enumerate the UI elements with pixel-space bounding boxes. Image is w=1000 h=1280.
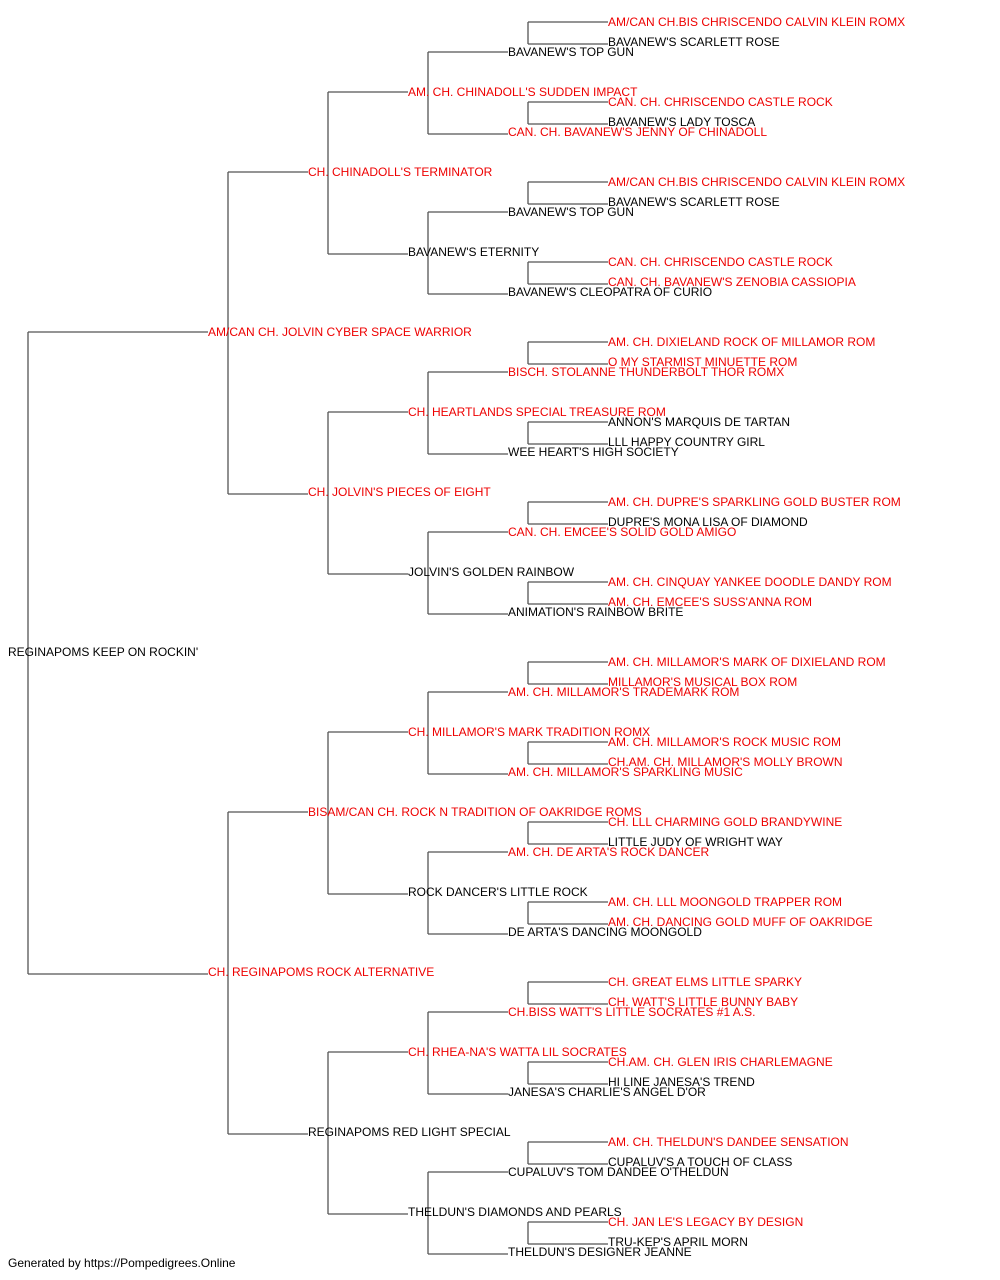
subject-dog-name: REGINAPOMS KEEP ON ROCKIN' [8, 645, 198, 659]
ancestor-name-gen-5: BAVANEW'S LADY TOSCA [608, 115, 755, 129]
ancestor-name-gen-4: CAN. CH. BAVANEW'S JENNY OF CHINADOLL [508, 125, 767, 139]
ancestor-name-gen-5: HI LINE JANESA'S TREND [608, 1075, 755, 1089]
ancestor-name-gen-5: CH. LLL CHARMING GOLD BRANDYWINE [608, 815, 842, 829]
ancestor-name-gen-3: JOLVIN'S GOLDEN RAINBOW [408, 565, 575, 579]
ancestor-name-gen-4: AM. CH. DE ARTA'S ROCK DANCER [508, 845, 710, 859]
ancestor-name-gen-5: AM/CAN CH.BIS CHRISCENDO CALVIN KLEIN RO… [608, 175, 905, 189]
ancestor-name-gen-4: AM. CH. MILLAMOR'S TRADEMARK ROM [508, 685, 739, 699]
ancestor-name-gen-3: THELDUN'S DIAMONDS AND PEARLS [408, 1205, 622, 1219]
ancestor-name-gen-1: CH. REGINAPOMS ROCK ALTERNATIVE [208, 965, 434, 979]
ancestor-name-gen-4: ANIMATION'S RAINBOW BRITE [508, 605, 683, 619]
ancestor-name-gen-5: AM. CH. EMCEE'S SUSS'ANNA ROM [608, 595, 812, 609]
ancestor-name-gen-4: THELDUN'S DESIGNER JEANNE [508, 1245, 692, 1259]
ancestor-name-gen-4: BISCH. STOLANNE THUNDERBOLT THOR ROMX [508, 365, 784, 379]
ancestor-name-gen-5: AM. CH. MILLAMOR'S MARK OF DIXIELAND ROM [608, 655, 886, 669]
ancestor-name-gen-5: BAVANEW'S SCARLETT ROSE [608, 195, 780, 209]
ancestor-name-gen-4: JANESA'S CHARLIE'S ANGEL D'OR [508, 1085, 706, 1099]
ancestor-name-gen-4: AM. CH. MILLAMOR'S SPARKLING MUSIC [508, 765, 743, 779]
ancestor-name-gen-5: LITTLE JUDY OF WRIGHT WAY [608, 835, 783, 849]
ancestor-name-gen-2: BISAM/CAN CH. ROCK N TRADITION OF OAKRID… [308, 805, 642, 819]
ancestor-name-gen-5: DUPRE'S MONA LISA OF DIAMOND [608, 515, 808, 529]
ancestor-name-gen-3: CH. RHEA-NA'S WATTA LIL SOCRATES [408, 1045, 627, 1059]
ancestor-name-gen-5: MILLAMOR'S MUSICAL BOX ROM [608, 675, 797, 689]
ancestor-name-gen-4: CAN. CH. EMCEE'S SOLID GOLD AMIGO [508, 525, 736, 539]
ancestor-name-gen-5: TRU-KEP'S APRIL MORN [608, 1235, 748, 1249]
ancestor-name-gen-3: CH. HEARTLANDS SPECIAL TREASURE ROM [408, 405, 666, 419]
ancestor-name-gen-5: AM. CH. CINQUAY YANKEE DOODLE DANDY ROM [608, 575, 892, 589]
ancestor-name-gen-2: CH. JOLVIN'S PIECES OF EIGHT [308, 485, 491, 499]
ancestor-name-gen-5: AM. CH. LLL MOONGOLD TRAPPER ROM [608, 895, 842, 909]
pedigree-name-labels: REGINAPOMS KEEP ON ROCKIN' AM/CAN CH. JOL… [8, 15, 905, 1259]
ancestor-name-gen-5: AM. CH. THELDUN'S DANDEE SENSATION [608, 1135, 849, 1149]
generated-by-footer: Generated by https://Pompedigrees.Online [8, 1256, 236, 1270]
ancestor-name-gen-4: BAVANEW'S TOP GUN [508, 45, 634, 59]
ancestor-name-gen-5: AM. CH. DIXIELAND ROCK OF MILLAMOR ROM [608, 335, 875, 349]
ancestor-name-gen-4: WEE HEART'S HIGH SOCIETY [508, 445, 679, 459]
ancestor-name-gen-5: AM. CH. MILLAMOR'S ROCK MUSIC ROM [608, 735, 841, 749]
ancestor-name-gen-4: CH.BISS WATT'S LITTLE SOCRATES #1 A.S. [508, 1005, 755, 1019]
ancestor-name-gen-5: CAN. CH. CHRISCENDO CASTLE ROCK [608, 255, 833, 269]
ancestor-name-gen-5: O MY STARMIST MINUETTE ROM [608, 355, 797, 369]
ancestor-name-gen-5: CH. JAN LE'S LEGACY BY DESIGN [608, 1215, 803, 1229]
ancestor-name-gen-5: AM/CAN CH.BIS CHRISCENDO CALVIN KLEIN RO… [608, 15, 905, 29]
ancestor-name-gen-4: CUPALUV'S TOM DANDEE O'THELDUN [508, 1165, 729, 1179]
pedigree-connector-lines [27, 21, 608, 1255]
ancestor-name-gen-5: CAN. CH. CHRISCENDO CASTLE ROCK [608, 95, 833, 109]
ancestor-name-gen-5: ANNON'S MARQUIS DE TARTAN [608, 415, 790, 429]
ancestor-name-gen-5: BAVANEW'S SCARLETT ROSE [608, 35, 780, 49]
ancestor-name-gen-2: REGINAPOMS RED LIGHT SPECIAL [308, 1125, 511, 1139]
ancestor-name-gen-3: AM. CH. CHINADOLL'S SUDDEN IMPACT [408, 85, 638, 99]
ancestor-name-gen-4: DE ARTA'S DANCING MOONGOLD [508, 925, 702, 939]
ancestor-name-gen-4: BAVANEW'S CLEOPATRA OF CURIO [508, 285, 712, 299]
ancestor-name-gen-5: AM. CH. DANCING GOLD MUFF OF OAKRIDGE [608, 915, 873, 929]
ancestor-name-gen-5: CH. WATT'S LITTLE BUNNY BABY [608, 995, 798, 1009]
ancestor-name-gen-5: CUPALUV'S A TOUCH OF CLASS [608, 1155, 792, 1169]
ancestor-name-gen-2: CH. CHINADOLL'S TERMINATOR [308, 165, 493, 179]
ancestor-name-gen-3: CH. MILLAMOR'S MARK TRADITION ROMX [408, 725, 650, 739]
ancestor-name-gen-1: AM/CAN CH. JOLVIN CYBER SPACE WARRIOR [208, 325, 472, 339]
ancestor-name-gen-3: ROCK DANCER'S LITTLE ROCK [408, 885, 588, 899]
ancestor-name-gen-3: BAVANEW'S ETERNITY [408, 245, 539, 259]
ancestor-name-gen-5: LLL HAPPY COUNTRY GIRL [608, 435, 765, 449]
ancestor-name-gen-5: AM. CH. DUPRE'S SPARKLING GOLD BUSTER RO… [608, 495, 901, 509]
ancestor-name-gen-5: CH.AM. CH. GLEN IRIS CHARLEMAGNE [608, 1055, 833, 1069]
ancestor-name-gen-5: CH.AM. CH. MILLAMOR'S MOLLY BROWN [608, 755, 843, 769]
ancestor-name-gen-5: CAN. CH. BAVANEW'S ZENOBIA CASSIOPIA [608, 275, 856, 289]
ancestor-name-gen-5: CH. GREAT ELMS LITTLE SPARKY [608, 975, 802, 989]
ancestor-name-gen-4: BAVANEW'S TOP GUN [508, 205, 634, 219]
